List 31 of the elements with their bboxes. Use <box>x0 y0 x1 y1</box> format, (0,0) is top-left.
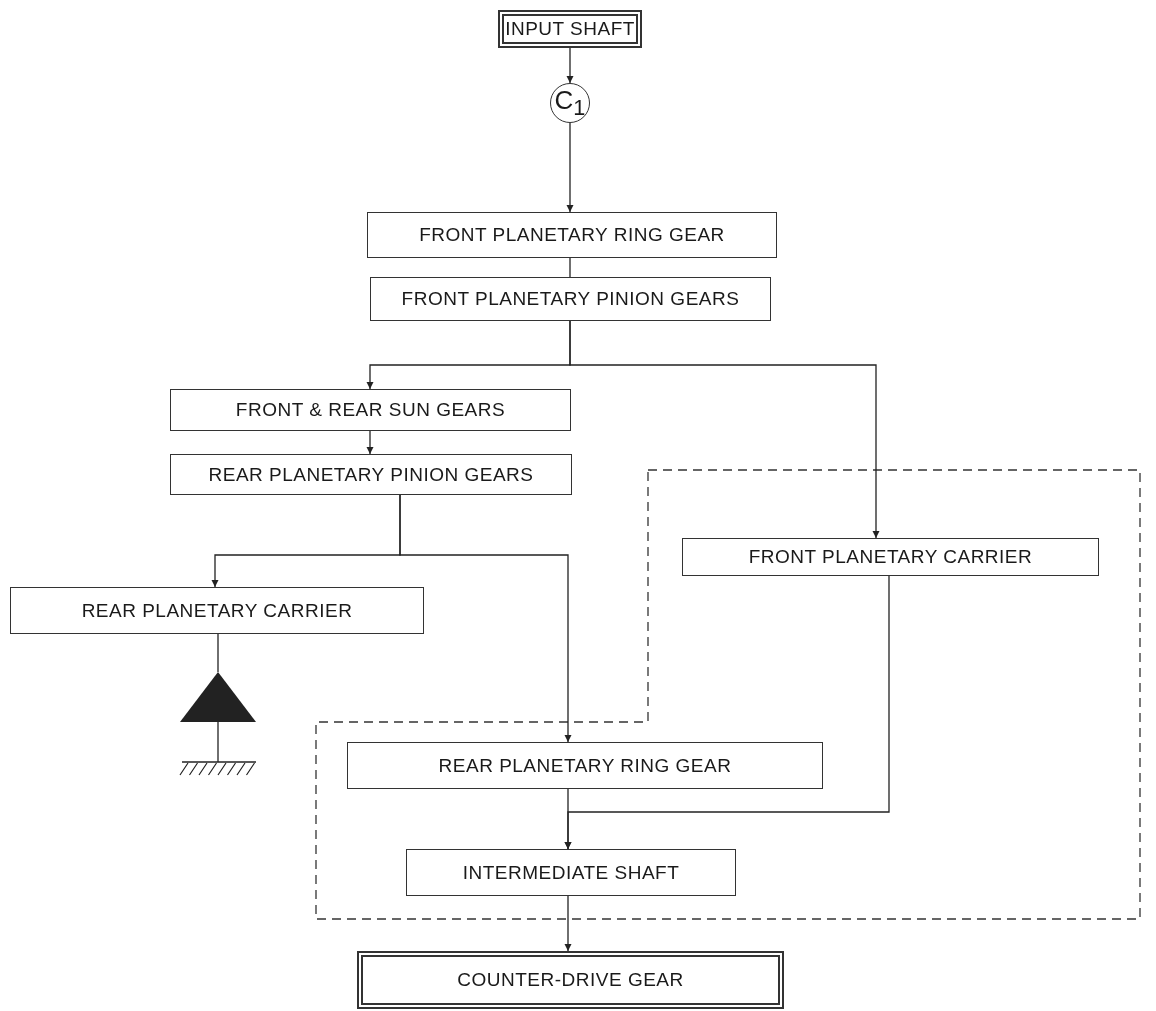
double-border-box <box>357 951 784 1009</box>
connector-line <box>569 257 571 278</box>
component-box <box>347 742 823 789</box>
node-label: FRONT & REAR SUN GEARS <box>235 399 506 421</box>
arrow <box>366 430 374 455</box>
node-label: REAR PLANETARY RING GEAR <box>438 754 732 777</box>
node-label: INTERMEDIATE SHAFT <box>462 861 680 884</box>
node-label: FRONT PLANETARY CARRIER <box>748 546 1033 568</box>
component-box <box>370 277 771 321</box>
node-label: FRONT PLANETARY PINION GEARS <box>401 288 740 310</box>
arrow <box>569 320 880 539</box>
arrow <box>564 575 890 850</box>
arrow <box>566 47 574 84</box>
component-box <box>367 212 777 258</box>
component-box <box>10 587 424 634</box>
node-label: INPUT SHAFT <box>505 18 635 40</box>
arrow <box>399 494 572 743</box>
component-box <box>682 538 1099 576</box>
node-label: REAR PLANETARY PINION GEARS <box>208 463 534 486</box>
node-label: COUNTER-DRIVE GEAR <box>457 969 684 991</box>
component-box <box>406 849 736 896</box>
node-label: FRONT PLANETARY RING GEAR <box>419 224 725 246</box>
component-box <box>170 454 572 495</box>
component-box <box>170 389 571 431</box>
connector-line <box>217 633 219 673</box>
ground-symbol-drawing <box>178 672 258 776</box>
node-label: REAR PLANETARY CARRIER <box>81 599 353 622</box>
double-border-box <box>498 10 642 48</box>
arrow <box>566 122 574 213</box>
arrow <box>564 895 572 952</box>
node-label: C$_{1}$ <box>554 84 586 122</box>
